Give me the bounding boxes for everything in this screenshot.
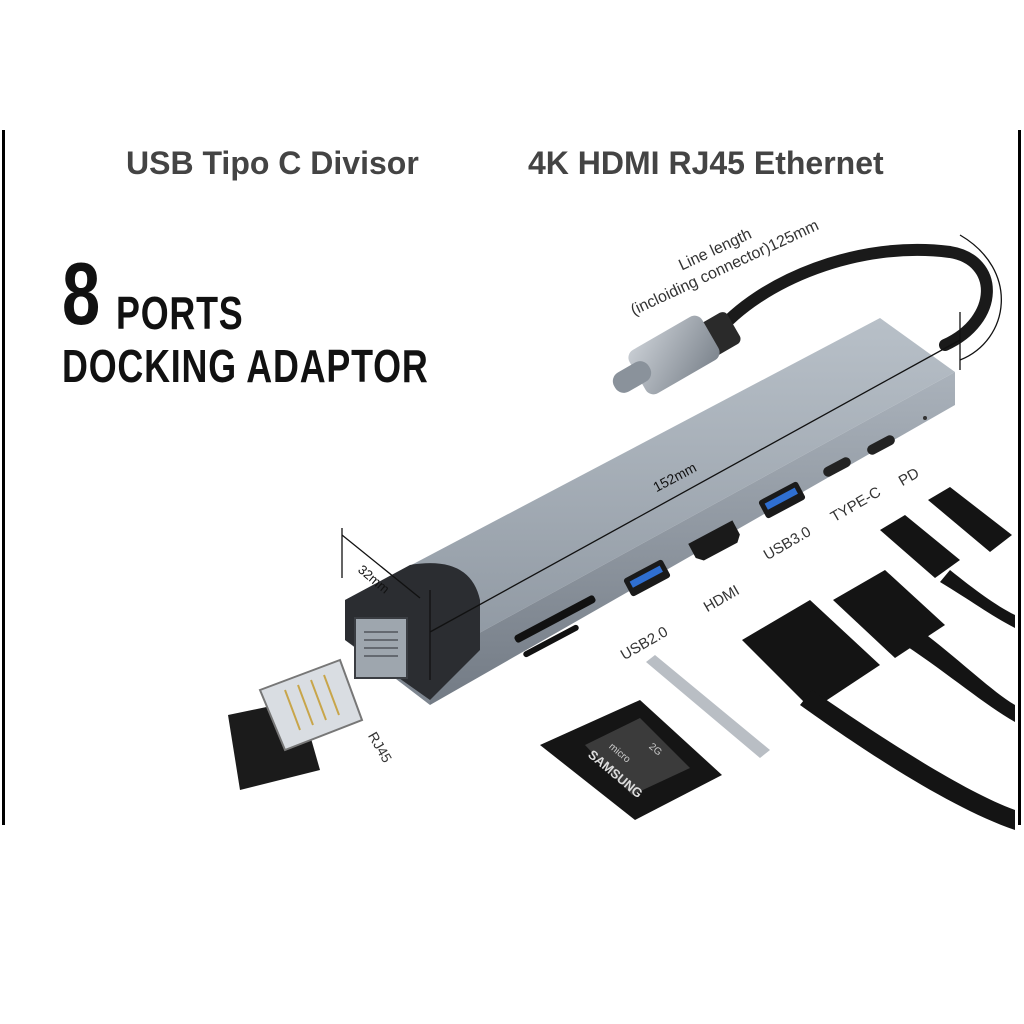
rj45-housing <box>345 563 480 700</box>
sd-slot <box>514 595 596 643</box>
header-right-title: 4K HDMI RJ45 Ethernet <box>528 145 884 181</box>
hdmi-port <box>688 520 740 561</box>
rj45-cable-plug <box>228 658 364 790</box>
pd-port <box>867 435 895 455</box>
usb-cables <box>742 487 1015 830</box>
hub-body-top <box>345 318 955 660</box>
header-left-title: USB Tipo C Divisor <box>126 145 419 181</box>
hub-body-front <box>430 372 955 705</box>
tf-slot <box>523 624 579 658</box>
hub-cable <box>709 243 993 351</box>
usb3-port <box>758 481 806 519</box>
led-indicator <box>923 416 927 420</box>
ports-label: PORTS <box>116 287 244 339</box>
dimension-lines <box>341 234 1002 680</box>
sd-card-illustration <box>540 700 722 820</box>
type-c-port <box>823 457 851 477</box>
ports-count: 8 <box>62 244 101 343</box>
right-border-line <box>1018 130 1021 825</box>
usb2-port <box>623 559 671 597</box>
left-border-line <box>2 130 5 825</box>
metal-strip <box>646 655 770 758</box>
docking-adaptor-title: DOCKING ADAPTOR <box>62 340 429 392</box>
type-c-plug <box>612 312 741 395</box>
rj45-socket-pins <box>364 631 398 657</box>
